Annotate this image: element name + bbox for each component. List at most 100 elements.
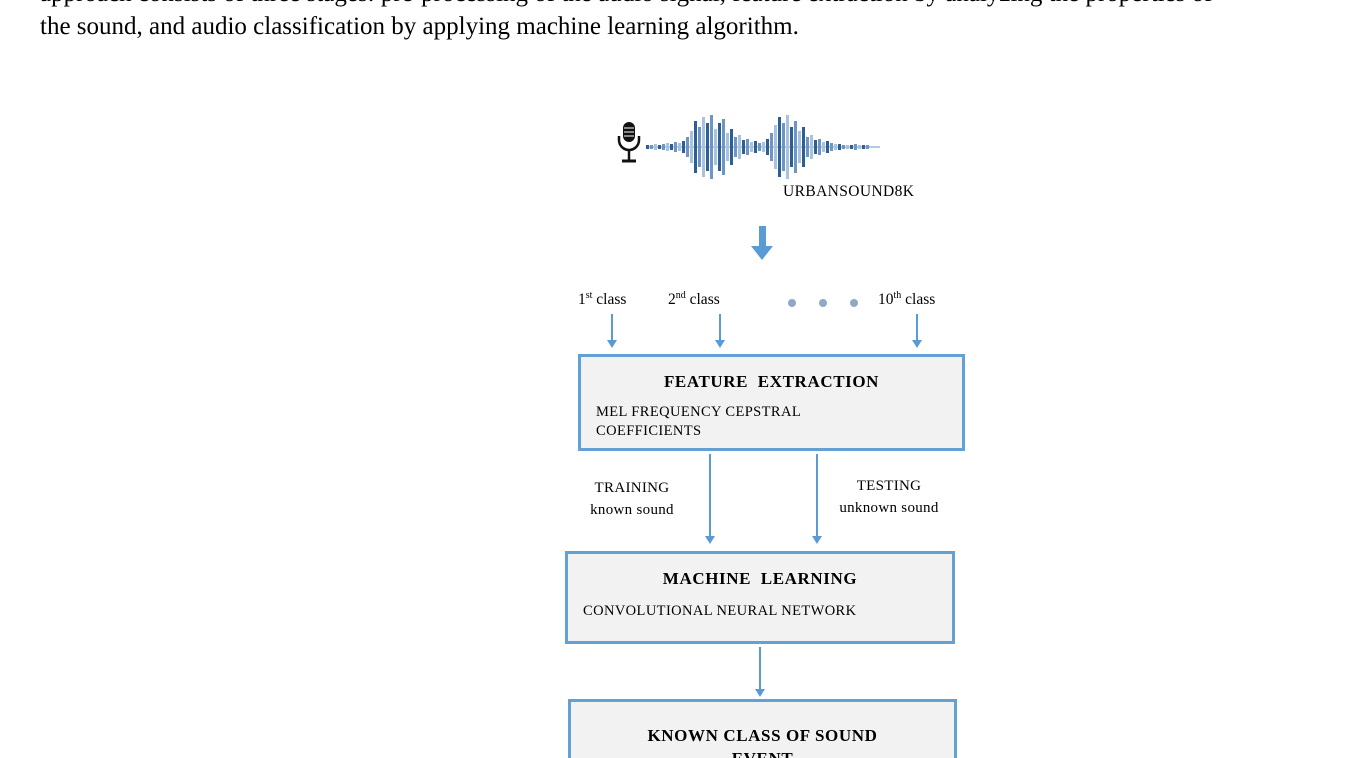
arrow-class2-down — [715, 314, 725, 348]
waveform-bar — [778, 117, 781, 177]
waveform-bar — [846, 145, 849, 149]
waveform-bar — [810, 135, 813, 159]
ellipsis-dot — [850, 299, 858, 307]
class-word: class — [685, 291, 720, 309]
waveform-bar — [678, 143, 681, 151]
box-title: KNOWN CLASS OF SOUND — [647, 726, 878, 745]
class-ordinal: nd — [675, 290, 686, 301]
arrow-class1-down — [607, 314, 617, 348]
arrow-stem — [611, 314, 613, 340]
waveform-bar — [710, 115, 713, 179]
dataset-label: URBANSOUND8K — [783, 183, 915, 200]
arrow-class10-down — [912, 314, 922, 348]
waveform-bar — [814, 140, 817, 154]
waveform-bar — [654, 144, 657, 150]
waveform-bar — [738, 135, 741, 159]
waveform-bar — [786, 115, 789, 179]
waveform-bar — [726, 133, 729, 161]
waveform-bar — [850, 145, 853, 149]
waveform-bar — [818, 139, 821, 155]
arrow-head — [912, 340, 922, 348]
waveform-bar — [662, 144, 665, 150]
arrow-head — [607, 340, 617, 348]
waveform-bar — [758, 143, 761, 151]
arrow-training-down — [705, 454, 715, 544]
arrow-head — [705, 536, 715, 544]
class-word: class — [901, 291, 936, 309]
box-title: FEATURE EXTRACTION — [663, 372, 880, 391]
box-subtitle: CONVOLUTIONAL NEURAL NETWORK — [583, 603, 857, 619]
arrow-stem — [709, 454, 711, 536]
waveform-bar — [686, 137, 689, 157]
arrow-head — [751, 246, 773, 260]
class-word: class — [592, 291, 627, 309]
waveform-bar — [666, 143, 669, 151]
arrow-stem — [758, 226, 766, 246]
waveform-bar — [670, 144, 673, 150]
training-label-line2: known sound — [590, 501, 674, 518]
waveform-bar — [782, 123, 785, 171]
machine-learning-box: MACHINE LEARNING CONVOLUTIONAL NEURAL NE… — [565, 551, 955, 644]
waveform-bar — [698, 127, 701, 167]
waveform-bar — [658, 145, 661, 149]
waveform-bar — [798, 131, 801, 163]
waveform-bar — [742, 140, 745, 154]
paragraph-line-clipped: approach consists of three stages: pre-p… — [40, 0, 1213, 10]
class-label-2: 2nd class — [668, 290, 720, 309]
known-class-box: KNOWN CLASS OF SOUND EVENT — [568, 699, 957, 758]
arrow-stem — [719, 314, 721, 340]
waveform-bar — [770, 133, 773, 161]
waveform-bar — [826, 141, 829, 153]
box-title-line2: EVENT — [571, 747, 954, 758]
testing-label-line1: TESTING — [856, 478, 922, 494]
arrow-stem — [759, 647, 761, 689]
waveform-bar — [854, 144, 857, 150]
waveform-bar — [866, 145, 869, 149]
waveform-bar — [734, 137, 737, 157]
waveform-bar — [762, 142, 765, 152]
waveform-bar — [806, 137, 809, 157]
box-title: MACHINE LEARNING — [662, 569, 858, 588]
waveform-bar — [790, 127, 793, 167]
waveform-bar — [834, 144, 837, 150]
waveform-bar — [694, 121, 697, 173]
waveform-bar — [754, 141, 757, 153]
arrow-stem — [916, 314, 918, 340]
waveform-bar — [838, 144, 841, 150]
testing-label: TESTING unknown sound — [818, 476, 960, 519]
waveform-bar — [718, 123, 721, 171]
waveform-bar — [858, 145, 861, 149]
waveform-bar — [706, 123, 709, 171]
waveform-bar — [650, 145, 653, 149]
arrow-stem — [816, 454, 818, 536]
arrow-head — [812, 536, 822, 544]
class-label-1: 1st class — [578, 290, 626, 309]
waveform-bar — [682, 141, 685, 153]
feature-extraction-box: FEATURE EXTRACTION MEL FREQUENCY CEPSTRA… — [578, 354, 965, 451]
class-number: 2 — [668, 291, 676, 309]
waveform-bar — [750, 142, 753, 152]
waveform-bar — [674, 142, 677, 152]
testing-label-line2: unknown sound — [839, 499, 939, 516]
training-label: TRAINING known sound — [566, 478, 698, 521]
arrow-dataset-down — [751, 226, 773, 260]
waveform-bar — [714, 129, 717, 165]
waveform-bar — [766, 139, 769, 155]
waveform-bar — [794, 121, 797, 173]
waveform-bar — [646, 145, 649, 149]
arrow-head — [715, 340, 725, 348]
arrow-testing-down — [812, 454, 822, 544]
waveform-bar — [802, 127, 805, 167]
class-ordinal: th — [893, 290, 902, 301]
waveform-bar — [822, 142, 825, 152]
waveform-bar — [702, 117, 705, 177]
class-ordinal: st — [585, 290, 593, 301]
waveform-bar — [730, 129, 733, 165]
waveform-bar — [862, 145, 865, 149]
paragraph-line: the sound, and audio classification by a… — [40, 13, 799, 40]
class-number: 1 — [578, 291, 586, 309]
microphone-icon — [617, 122, 641, 163]
box-subtitle: COEFFICIENTS — [596, 423, 702, 439]
training-label-line1: TRAINING — [594, 480, 670, 496]
